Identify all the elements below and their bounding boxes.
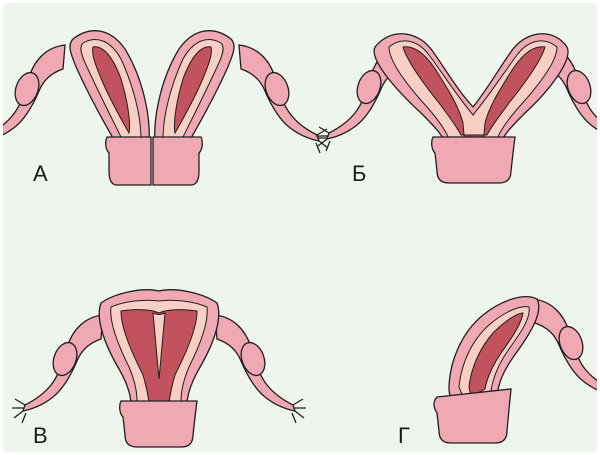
cervix-right	[153, 137, 202, 185]
cervix-left	[106, 137, 151, 185]
panel-label-b: Б	[352, 161, 366, 186]
cervix	[120, 401, 197, 447]
panel-label-a: А	[33, 161, 48, 186]
cervix	[432, 137, 515, 183]
panel-label-g: Г	[398, 423, 410, 448]
cervix	[434, 389, 511, 443]
panel-label-v: В	[33, 423, 48, 448]
diagram-canvas: А Б В Г	[3, 3, 597, 452]
